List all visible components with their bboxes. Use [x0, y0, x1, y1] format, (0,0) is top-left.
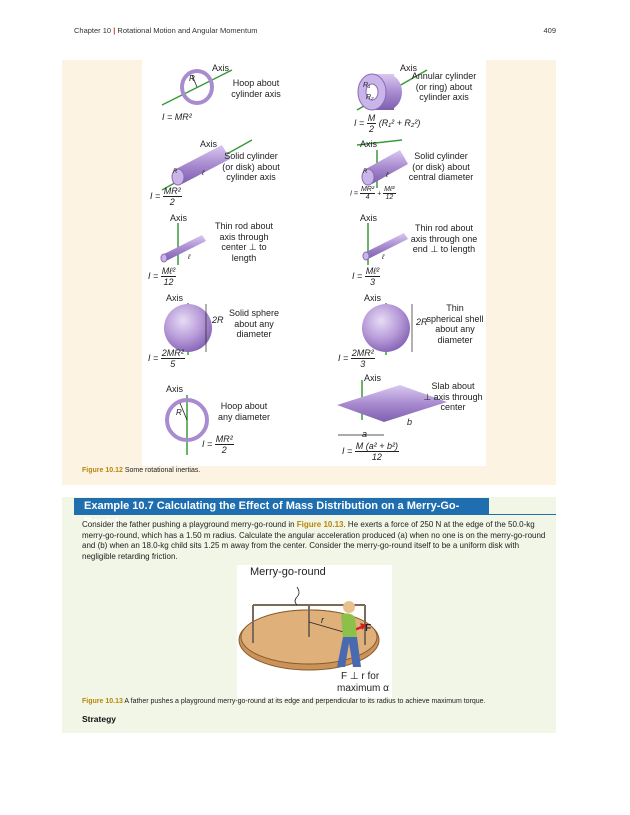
- axis-label: Axis: [166, 384, 184, 394]
- diameter-label: 2R: [212, 315, 224, 325]
- axis-label: Axis: [364, 373, 382, 383]
- thin-rod-center-shape: [160, 223, 206, 265]
- spherical-shell-shape: [362, 303, 413, 355]
- axis-label: Axis: [212, 63, 230, 73]
- example-title-rule: [74, 514, 556, 515]
- merry-go-round-figure: Merry-go-round r F F ⊥ r for maximum α: [237, 565, 392, 698]
- length-label: ℓ: [382, 254, 385, 261]
- inner-radius-label: R₁: [363, 82, 371, 89]
- diameter-label: 2R: [416, 317, 428, 327]
- solid-cylinder-axis-shape: [161, 139, 253, 191]
- spherical-shell-label: Thin spherical shell about any diameter: [426, 303, 484, 345]
- merry-go-round-title: Merry-go-round: [250, 566, 326, 578]
- radius-label: R: [176, 408, 182, 417]
- page-number: 409: [543, 26, 556, 35]
- maximum-alpha-label: maximum α: [337, 683, 389, 694]
- figure-10-13-link[interactable]: Figure 10.13: [296, 520, 344, 529]
- radius-label: R: [189, 74, 195, 83]
- solid-cylinder-diameter-shape: [356, 139, 408, 188]
- solid-cylinder-axis-label: Solid cylinder (or disk) about cylinder …: [222, 151, 280, 182]
- axis-label: Axis: [360, 139, 378, 149]
- radius-label: R: [173, 169, 178, 175]
- outer-radius-label: R₂: [366, 94, 374, 101]
- axis-label: Axis: [364, 293, 382, 303]
- hoop-diameter-label: Hoop about any diameter: [217, 401, 271, 422]
- solid-cylinder-diameter-label: Solid cylinder (or disk) about central d…: [408, 151, 474, 182]
- hoop-cylinder-axis-shape: [161, 69, 233, 106]
- figure-10-13-caption: Figure 10.13 A father pushes a playgroun…: [82, 698, 486, 705]
- slab-label: Slab about ⊥ axis through center: [423, 381, 483, 412]
- radius-label: R: [363, 169, 368, 175]
- thin-rod-end-shape: [362, 223, 408, 265]
- radius-label: r: [321, 615, 324, 625]
- hoop-diameter-shape: [165, 395, 209, 455]
- hoop-cylinder-axis-formula: I = MR²: [162, 112, 192, 122]
- header-separator: |: [113, 26, 116, 35]
- strategy-heading: Strategy: [82, 714, 117, 724]
- example-title: Example 10.7 Calculating the Effect of M…: [74, 498, 489, 528]
- axis-label: Axis: [360, 213, 378, 223]
- chapter-title: Rotational Motion and Angular Momentum: [117, 26, 258, 35]
- length-label: ℓ: [202, 170, 205, 177]
- slab-formula: I = M (a² + b²)12: [342, 441, 400, 462]
- slab-b-label: b: [407, 417, 413, 427]
- rotational-inertia-drawing: [160, 69, 447, 455]
- rotational-inertia-figure: Axis R Hoop about cylinder axis I = MR² …: [142, 60, 486, 466]
- length-label: ℓ: [188, 254, 191, 261]
- axis-label: Axis: [170, 213, 188, 223]
- example-problem-text: Consider the father pushing a playground…: [82, 520, 546, 561]
- chapter-label: Chapter 10: [74, 26, 112, 35]
- perpendicular-label: F ⊥ r for: [341, 671, 380, 682]
- force-label: F: [365, 623, 372, 634]
- figure-10-12-caption: Figure 10.12 Some rotational inertias.: [82, 467, 201, 474]
- annular-cylinder-shape: [356, 69, 428, 111]
- solid-sphere-label: Solid sphere about any diameter: [228, 308, 280, 339]
- merry-go-round-drawing: [238, 586, 380, 671]
- thin-rod-center-label: Thin rod about axis through center ⊥ to …: [214, 221, 274, 263]
- slab-shape: [337, 380, 447, 436]
- axis-label: Axis: [166, 293, 184, 303]
- solid-sphere-shape: [164, 303, 212, 355]
- page-header: Chapter 10 | Rotational Motion and Angul…: [74, 26, 556, 35]
- thin-rod-end-label: Thin rod about axis through one end ⊥ to…: [410, 223, 478, 254]
- axis-label: Axis: [400, 63, 418, 73]
- hoop-cylinder-axis-label: Hoop about cylinder axis: [231, 78, 281, 99]
- length-label: ℓ: [386, 172, 389, 179]
- axis-label: Axis: [200, 139, 218, 149]
- slab-a-label: a: [362, 429, 368, 439]
- annular-cylinder-label: Annular cylinder (or ring) about cylinde…: [411, 71, 477, 102]
